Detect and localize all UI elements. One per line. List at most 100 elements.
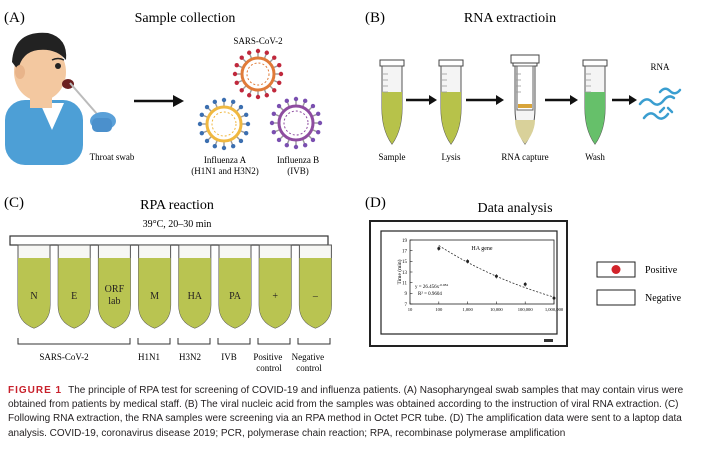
- legend: Positive Negative: [596, 261, 682, 306]
- sars-cov-2-virus-icon: [232, 48, 284, 100]
- negative-control-line2: control: [296, 363, 322, 373]
- sample-tube: [379, 59, 405, 145]
- rna-label: RNA: [650, 62, 670, 72]
- extraction-arrow-3: [545, 95, 578, 105]
- panel-b-title: RNA extractioin: [464, 11, 556, 26]
- group-sars-cov-2: SARS-CoV-2: [39, 352, 88, 362]
- x-tick-label-5: 1,000,000: [545, 307, 564, 313]
- positive-dot: [611, 265, 621, 274]
- panel-c-title: RPA reaction: [140, 198, 214, 213]
- equation-exponent: -0.084: [439, 283, 448, 287]
- panel-a-letter: (A): [4, 10, 25, 26]
- x-tick-label-1: 100: [435, 307, 443, 312]
- data-point-4: [552, 296, 556, 300]
- step-rna-capture: RNA capture: [501, 152, 548, 162]
- data-point-2: [494, 274, 498, 278]
- caption-label: FIGURE 1: [8, 385, 63, 396]
- chart-equation: y = 26.456x-0.084: [415, 283, 448, 290]
- step-sample: Sample: [379, 152, 406, 162]
- arrow-a: [134, 95, 184, 107]
- data-point-3: [523, 282, 527, 286]
- influenza-a-label: Influenza A: [204, 155, 247, 165]
- pcr-tube-8: –: [298, 244, 332, 329]
- influenza-b-virus-icon: [269, 96, 323, 150]
- group-negative-control: Negative control: [292, 352, 327, 373]
- x-tick-label-2: 1,000: [462, 307, 473, 313]
- x-tick-label-0: 10: [408, 307, 413, 312]
- panel-d-letter: (D): [365, 195, 386, 211]
- influenza-b-label: Influenza B: [277, 155, 319, 165]
- group-bracket-2: [137, 338, 171, 345]
- y-tick-label-5: 17: [402, 249, 408, 254]
- pcr-tube-label-5: HA: [188, 291, 203, 302]
- group-bracket-5: [257, 338, 291, 345]
- group-bracket-1: [17, 338, 131, 345]
- influenza-b-subtype: (IVB): [287, 166, 309, 176]
- extraction-arrows: [406, 95, 637, 105]
- wash-tube: [582, 59, 608, 145]
- pcr-tube-2: E: [57, 244, 91, 329]
- influenza-a-virus-icon: [197, 97, 251, 151]
- pcr-tube-4: M: [138, 244, 172, 329]
- figure-panels: (A) Sample collection Throat swab SARS-C…: [4, 10, 682, 373]
- group-bracket-4: [217, 338, 251, 345]
- chart-ylabel: Time (min): [396, 259, 403, 284]
- legend-positive-label: Positive: [645, 265, 678, 276]
- equation-body: y = 26.456x: [415, 285, 440, 290]
- y-tick-label-4: 15: [402, 260, 408, 265]
- y-tick-label-0: 7: [405, 303, 408, 308]
- panel-a-title: Sample collection: [135, 11, 236, 26]
- patient-illustration: [5, 32, 116, 165]
- lysis-tube: [438, 59, 464, 145]
- group-h3n2: H3N2: [179, 352, 201, 362]
- pcr-tube-label-1: N: [30, 291, 37, 302]
- legend-negative-label: Negative: [645, 293, 682, 304]
- pcr-tube-label-7: +: [272, 291, 278, 302]
- pcr-tube-label-4: M: [150, 291, 159, 302]
- throat-swab-label: Throat swab: [90, 152, 135, 162]
- step-lysis: Lysis: [441, 152, 461, 162]
- pcr-tube-label-8: –: [312, 291, 319, 302]
- panel-c-conditions: 39°C, 20–30 min: [143, 219, 212, 230]
- positive-control-line2: control: [256, 363, 282, 373]
- extraction-arrow-1: [406, 95, 437, 105]
- y-tick-label-3: 13: [402, 271, 408, 276]
- panel-b-letter: (B): [365, 10, 385, 26]
- x-tick-label-4: 100,000: [518, 307, 534, 313]
- tube-strip-cap: [9, 235, 329, 246]
- y-tick-label-1: 9: [405, 292, 408, 297]
- x-tick-label-3: 10,000: [490, 307, 503, 313]
- pcr-tube-5: HA: [178, 244, 212, 329]
- panel-c-letter: (C): [4, 195, 24, 211]
- caption-text: The principle of RPA test for screening …: [8, 385, 684, 439]
- data-point-0: [437, 247, 441, 251]
- capture-tube: [510, 54, 540, 145]
- chart-r2: R² = 0.9604: [418, 291, 442, 297]
- extraction-arrow-4: [612, 95, 637, 105]
- negative-control-line1: Negative: [292, 352, 324, 362]
- group-bracket-6: [297, 338, 331, 345]
- group-positive-control: Positive control: [253, 352, 284, 373]
- step-wash: Wash: [585, 152, 605, 162]
- y-tick-label-6: 19: [402, 239, 408, 244]
- pcr-tube-7: +: [258, 244, 292, 329]
- extraction-arrow-2: [466, 95, 504, 105]
- panel-d-title: Data analysis: [477, 201, 552, 216]
- influenza-a-subtypes: (H1N1 and H3N2): [191, 166, 259, 176]
- pcr-tube-label-2: E: [71, 291, 77, 302]
- pcr-tube-6: PA: [218, 244, 252, 329]
- group-ivb: IVB: [221, 352, 237, 362]
- rna-strands-icon: [638, 87, 682, 120]
- group-h1n1: H1N1: [138, 352, 160, 362]
- ha-gene-chart: HA gene Time (min) y = 26.456x-0.084 R² …: [396, 239, 564, 313]
- group-bracket-3: [177, 338, 211, 345]
- sars-cov-2-label: SARS-CoV-2: [233, 36, 282, 46]
- pcr-tube-1: N: [17, 244, 51, 329]
- group-brackets: [17, 338, 331, 345]
- positive-control-line1: Positive: [253, 352, 282, 362]
- pcr-tube-label-6: PA: [229, 291, 242, 302]
- chart-title: HA gene: [471, 246, 492, 252]
